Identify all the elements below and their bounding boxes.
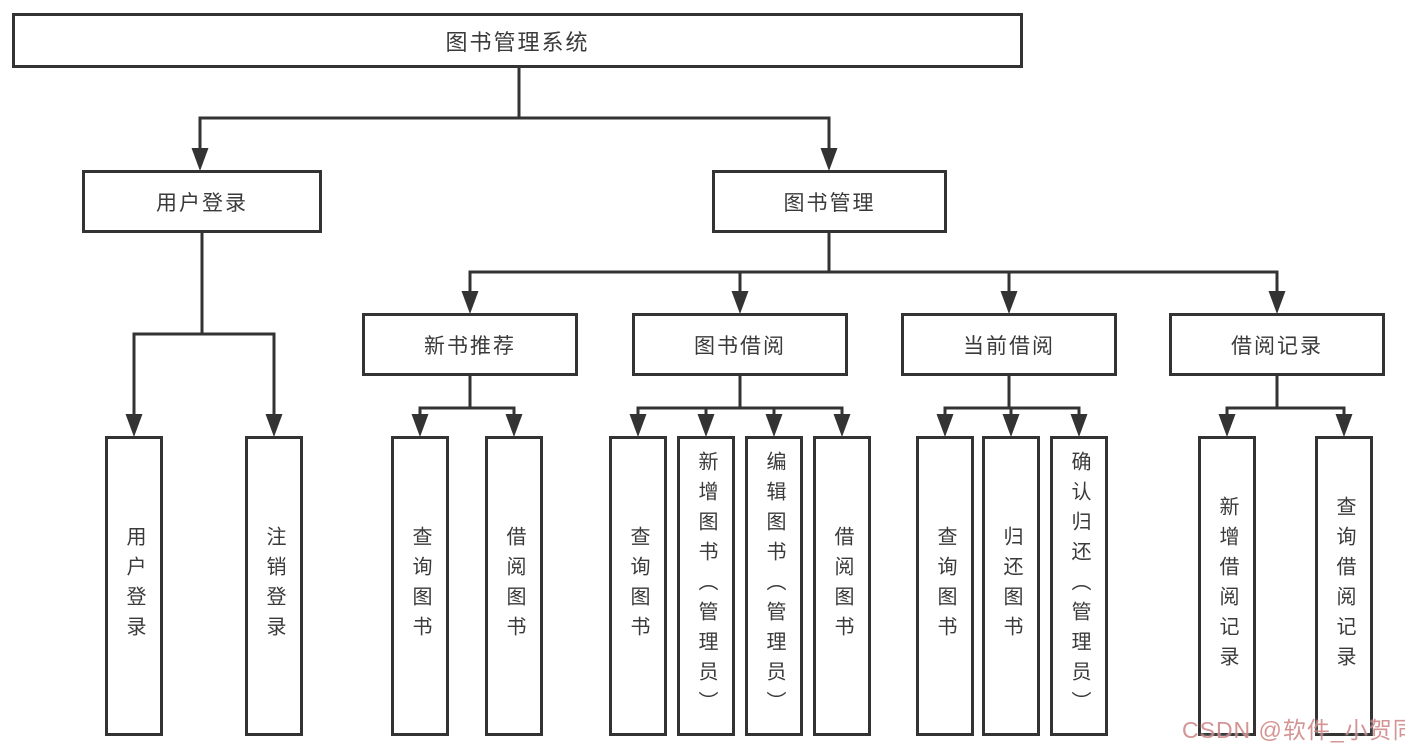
node-leaf-query-book: 查询图书: [609, 436, 667, 736]
node-leaf-add-borrow-record: 新增借阅记录: [1198, 436, 1256, 736]
node-book-manage: 图书管理: [712, 170, 947, 233]
connector-root-to-level1: [198, 68, 831, 148]
node-new-book-recommend: 新书推荐: [362, 313, 578, 376]
node-label: 查询图书: [934, 526, 956, 646]
node-current-borrow: 当前借阅: [901, 313, 1117, 376]
connector-login-to-leaves: [132, 233, 276, 414]
node-borrow-records: 借阅记录: [1169, 313, 1385, 376]
arrowhead-down-icon: [265, 414, 283, 437]
arrowhead-down-icon: [411, 414, 429, 437]
arrowhead-down-icon: [1335, 414, 1353, 437]
node-leaf-query-book-current: 查询图书: [916, 436, 974, 736]
arrowhead-down-icon: [629, 414, 647, 437]
node-user-login: 用户登录: [82, 170, 322, 233]
arrowhead-down-icon: [461, 291, 479, 314]
node-label: 新增图书（管理员）: [695, 451, 717, 721]
node-leaf-borrow-book-recommend: 借阅图书: [485, 436, 543, 736]
node-label: 新增借阅记录: [1216, 496, 1238, 676]
node-book-borrow: 图书借阅: [632, 313, 848, 376]
node-label: 查询图书: [627, 526, 649, 646]
node-label: 确认归还（管理员）: [1068, 451, 1090, 721]
node-leaf-user-login: 用户登录: [105, 436, 163, 736]
arrowhead-down-icon: [697, 414, 715, 437]
arrowhead-down-icon: [1002, 414, 1020, 437]
connector-recommend-to-leaves: [418, 376, 516, 415]
node-label: 用户登录: [123, 526, 145, 646]
arrowhead-down-icon: [1268, 291, 1286, 314]
node-label: 归还图书: [1000, 526, 1022, 646]
arrowhead-down-icon: [1000, 291, 1018, 314]
node-label: 借阅图书: [831, 526, 853, 646]
arrowhead-down-icon: [505, 414, 523, 437]
arrowhead-down-icon: [1218, 414, 1236, 437]
arrowhead-down-icon: [125, 414, 143, 437]
node-leaf-query-borrow-record: 查询借阅记录: [1315, 436, 1373, 736]
node-label: 查询借阅记录: [1333, 496, 1355, 676]
arrowhead-down-icon: [765, 414, 783, 437]
node-leaf-edit-book-admin: 编辑图书（管理员）: [745, 436, 803, 736]
node-label: 借阅图书: [503, 526, 525, 646]
node-leaf-confirm-return-admin: 确认归还（管理员）: [1050, 436, 1108, 736]
node-leaf-borrow-book: 借阅图书: [813, 436, 871, 736]
arrowhead-down-icon: [936, 414, 954, 437]
node-label: 查询图书: [409, 526, 431, 646]
node-leaf-add-book-admin: 新增图书（管理员）: [677, 436, 735, 736]
arrowhead-down-icon: [820, 148, 838, 171]
arrowhead-down-icon: [731, 291, 749, 314]
node-label: 编辑图书（管理员）: [763, 451, 785, 721]
arrowhead-down-icon: [833, 414, 851, 437]
connector-current-to-leaves: [943, 376, 1081, 415]
node-leaf-return-book: 归还图书: [982, 436, 1040, 736]
connector-records-to-leaves: [1225, 376, 1346, 415]
arrowhead-down-icon: [1070, 414, 1088, 437]
arrowhead-down-icon: [191, 148, 209, 171]
connector-manage-to-level2: [468, 233, 1279, 292]
node-system-root: 图书管理系统: [12, 13, 1023, 68]
node-leaf-logout: 注销登录: [245, 436, 303, 736]
node-leaf-query-book-recommend: 查询图书: [391, 436, 449, 736]
connector-borrow-to-leaves: [636, 376, 844, 415]
node-label: 注销登录: [263, 526, 285, 646]
